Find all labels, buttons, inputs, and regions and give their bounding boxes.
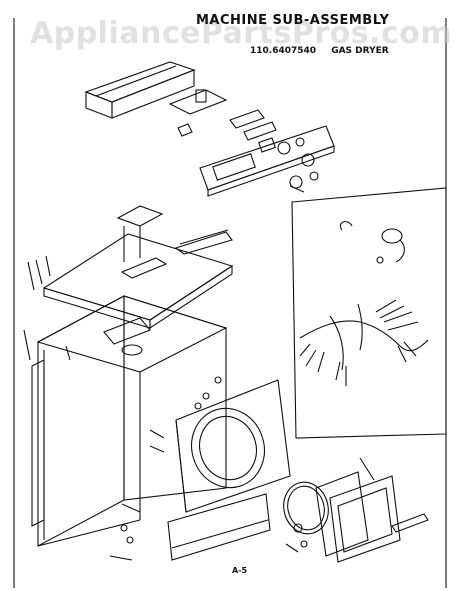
page-number: A-5 (232, 566, 248, 575)
control-knobs (289, 153, 319, 193)
diagram-title: MACHINE SUB-ASSEMBLY (196, 13, 390, 28)
side-panel (31, 359, 45, 527)
toe-panel (167, 493, 271, 561)
cabinet-body (36, 295, 228, 547)
top-trim-panel (84, 61, 196, 119)
cabinet-top (42, 205, 234, 330)
door-assembly (315, 457, 401, 563)
timer-bracket (168, 89, 277, 141)
control-panel (199, 125, 335, 197)
watermark: AppliancePartsPros.com (30, 16, 453, 51)
model-line: 110.6407540 GAS DRYER (250, 46, 401, 56)
hardware-screws (109, 376, 308, 561)
door-gasket (283, 481, 329, 535)
screws-left (23, 255, 51, 361)
door-handle (391, 513, 429, 533)
wiring-inset (291, 187, 447, 439)
model-number: 110.6407540 (250, 46, 317, 56)
model-type: GAS DRYER (331, 46, 389, 56)
front-panel (175, 379, 291, 513)
